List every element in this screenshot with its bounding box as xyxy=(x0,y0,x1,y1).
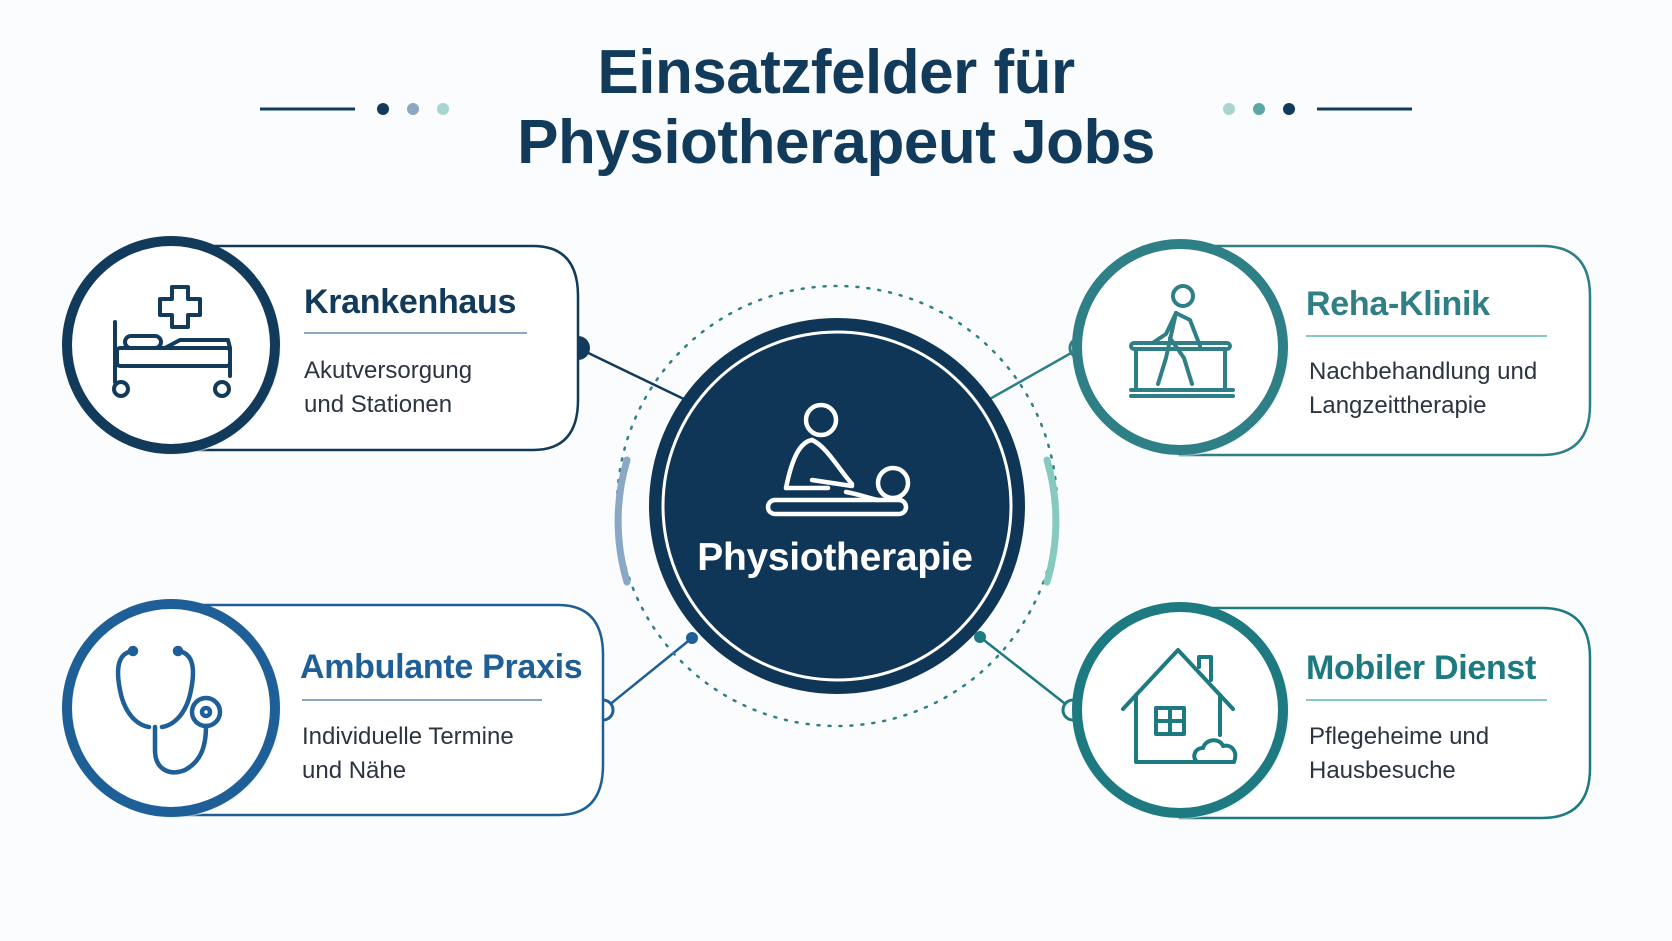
card-desc-praxis-line2: und Nähe xyxy=(302,757,407,784)
card-praxis xyxy=(62,599,605,818)
title-decoration-right xyxy=(1223,103,1412,115)
card-desc-mobil-line1: Pflegeheime und xyxy=(1309,723,1490,750)
card-desc-krankenhaus-line1: Akutversorgung xyxy=(304,357,473,384)
card-desc-praxis-line1: Individuelle Termine xyxy=(302,723,514,750)
page-title-line2: Physiotherapeut Jobs xyxy=(517,108,1155,177)
house-icon xyxy=(1121,648,1238,764)
hospital-bed-icon xyxy=(112,285,232,398)
connector-mobil xyxy=(974,631,1085,722)
card-desc-reha-line2: Langzeittherapie xyxy=(1309,392,1487,419)
card-desc-reha-line1: Nachbehandlung und xyxy=(1309,358,1538,385)
title-decoration-left xyxy=(260,103,449,115)
connector-krankenhaus xyxy=(566,336,691,404)
card-title-reha: Reha-Klinik xyxy=(1306,285,1490,323)
card-title-mobil: Mobiler Dienst xyxy=(1306,649,1537,687)
stethoscope-icon xyxy=(115,645,223,775)
massage-therapy-icon xyxy=(765,402,911,517)
hub-node xyxy=(614,284,1060,728)
card-title-praxis: Ambulante Praxis xyxy=(300,648,583,686)
walking-rehab-icon xyxy=(1129,284,1235,398)
page-title-line1: Einsatzfelder für xyxy=(597,38,1075,107)
card-krankenhaus xyxy=(62,236,580,455)
hub-label: Physiotherapie xyxy=(697,536,973,579)
page-title: Einsatzfelder für Physiotherapeut Jobs xyxy=(436,38,1236,178)
connector-praxis xyxy=(591,632,698,722)
card-title-krankenhaus: Krankenhaus xyxy=(304,283,517,321)
card-mobil xyxy=(1072,602,1592,820)
card-desc-mobil-line2: Hausbesuche xyxy=(1309,757,1456,784)
card-desc-krankenhaus-line2: und Stationen xyxy=(304,391,453,418)
